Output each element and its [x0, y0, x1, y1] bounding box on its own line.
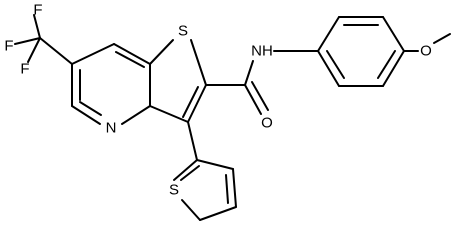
bond-thienyl-c3-c4 — [232, 168, 237, 208]
pyridine-ring-bonds — [71, 43, 151, 125]
fluorine-label-1: F — [33, 2, 42, 19]
bond-c-f3 — [27, 37, 41, 63]
bond-py-c1-c2 — [71, 43, 115, 65]
methoxy-oxygen-label: O — [420, 43, 432, 60]
bond-thienyl-c2-c3 — [196, 159, 234, 170]
bond-ph-c4-c5 — [382, 50, 405, 87]
nitrogen-label-pyridine: N — [106, 120, 117, 137]
bond-thienyl-c5-s — [181, 199, 201, 221]
sulfur-label-thiophene: S — [169, 182, 179, 199]
fused-thiophene-bonds — [149, 39, 207, 123]
amide-bonds — [205, 50, 319, 115]
bond-ph-c6-c1 — [317, 50, 340, 87]
sulfur-label-fused: S — [178, 23, 188, 40]
bond-carbonyl-oxygen — [244, 84, 262, 115]
bond-ph-c1-c2 — [317, 16, 340, 52]
bond-py-c4-n — [121, 105, 151, 125]
fluorine-label-3: F — [20, 61, 29, 78]
trifluoromethyl-bonds — [14, 14, 73, 65]
bond-carbonyl-nitrogen — [244, 60, 254, 86]
amide-nh-label: NH — [251, 43, 273, 60]
bond-th-c2-c3 — [187, 84, 207, 123]
atom-labels: F F F S N NH O O S — [4, 2, 431, 199]
bond-ph-c6-c1-inner — [326, 50, 345, 79]
bond-c3-thienyl — [187, 121, 198, 161]
bond-cf3-ring — [39, 37, 73, 65]
structure-canvas: F F F S N NH O O S — [4, 2, 451, 221]
chemical-structure-diagram: F F F S N NH O O S — [4, 2, 451, 221]
bond-th-c3-s — [149, 39, 174, 65]
bond-th-s-c2 — [190, 39, 207, 86]
bond-py-c2-c3-inner — [115, 51, 145, 68]
bond-py-n-c6-inner — [79, 101, 102, 116]
pendant-thiophene-bonds — [173, 121, 237, 221]
bond-py-c2-c3 — [113, 43, 151, 65]
bond-thienyl-s-c2-inner — [180, 165, 200, 181]
carbonyl-oxygen-label: O — [261, 115, 273, 132]
bond-th-c3-c4 — [149, 105, 189, 123]
bond-carbonyl-oxygen-second — [251, 81, 269, 111]
bond-py-n-c6 — [71, 105, 101, 125]
bond-c-f1 — [33, 14, 41, 39]
bond-thienyl-c3-c4-inner — [225, 174, 229, 204]
bond-thienyl-s-c2 — [173, 159, 198, 181]
bond-thienyl-c4-c5 — [199, 206, 237, 221]
bond-ph-c4-c5-inner — [377, 50, 396, 79]
bond-c-f2 — [14, 37, 41, 45]
bond-ph-c3-c4 — [382, 16, 405, 52]
fluorine-label-2: F — [4, 38, 13, 55]
bond-oxygen-methyl — [433, 33, 451, 44]
bond-th-c2-c3-inner — [182, 86, 199, 118]
methoxyphenyl-bonds — [317, 16, 451, 87]
